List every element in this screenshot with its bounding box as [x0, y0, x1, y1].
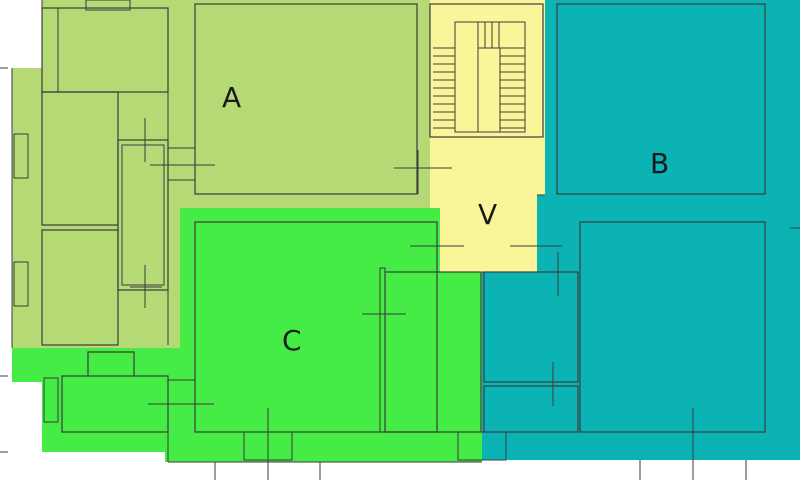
zone-a-area: [12, 0, 430, 348]
zone-b-area: [482, 0, 800, 460]
zone-v-area: [430, 0, 545, 272]
zone-label-b: B: [650, 147, 669, 180]
zone-label-v: V: [478, 198, 497, 231]
zone-label-a: A: [222, 81, 241, 114]
zone-label-c: C: [282, 324, 302, 357]
zone-c-area: [12, 208, 482, 462]
